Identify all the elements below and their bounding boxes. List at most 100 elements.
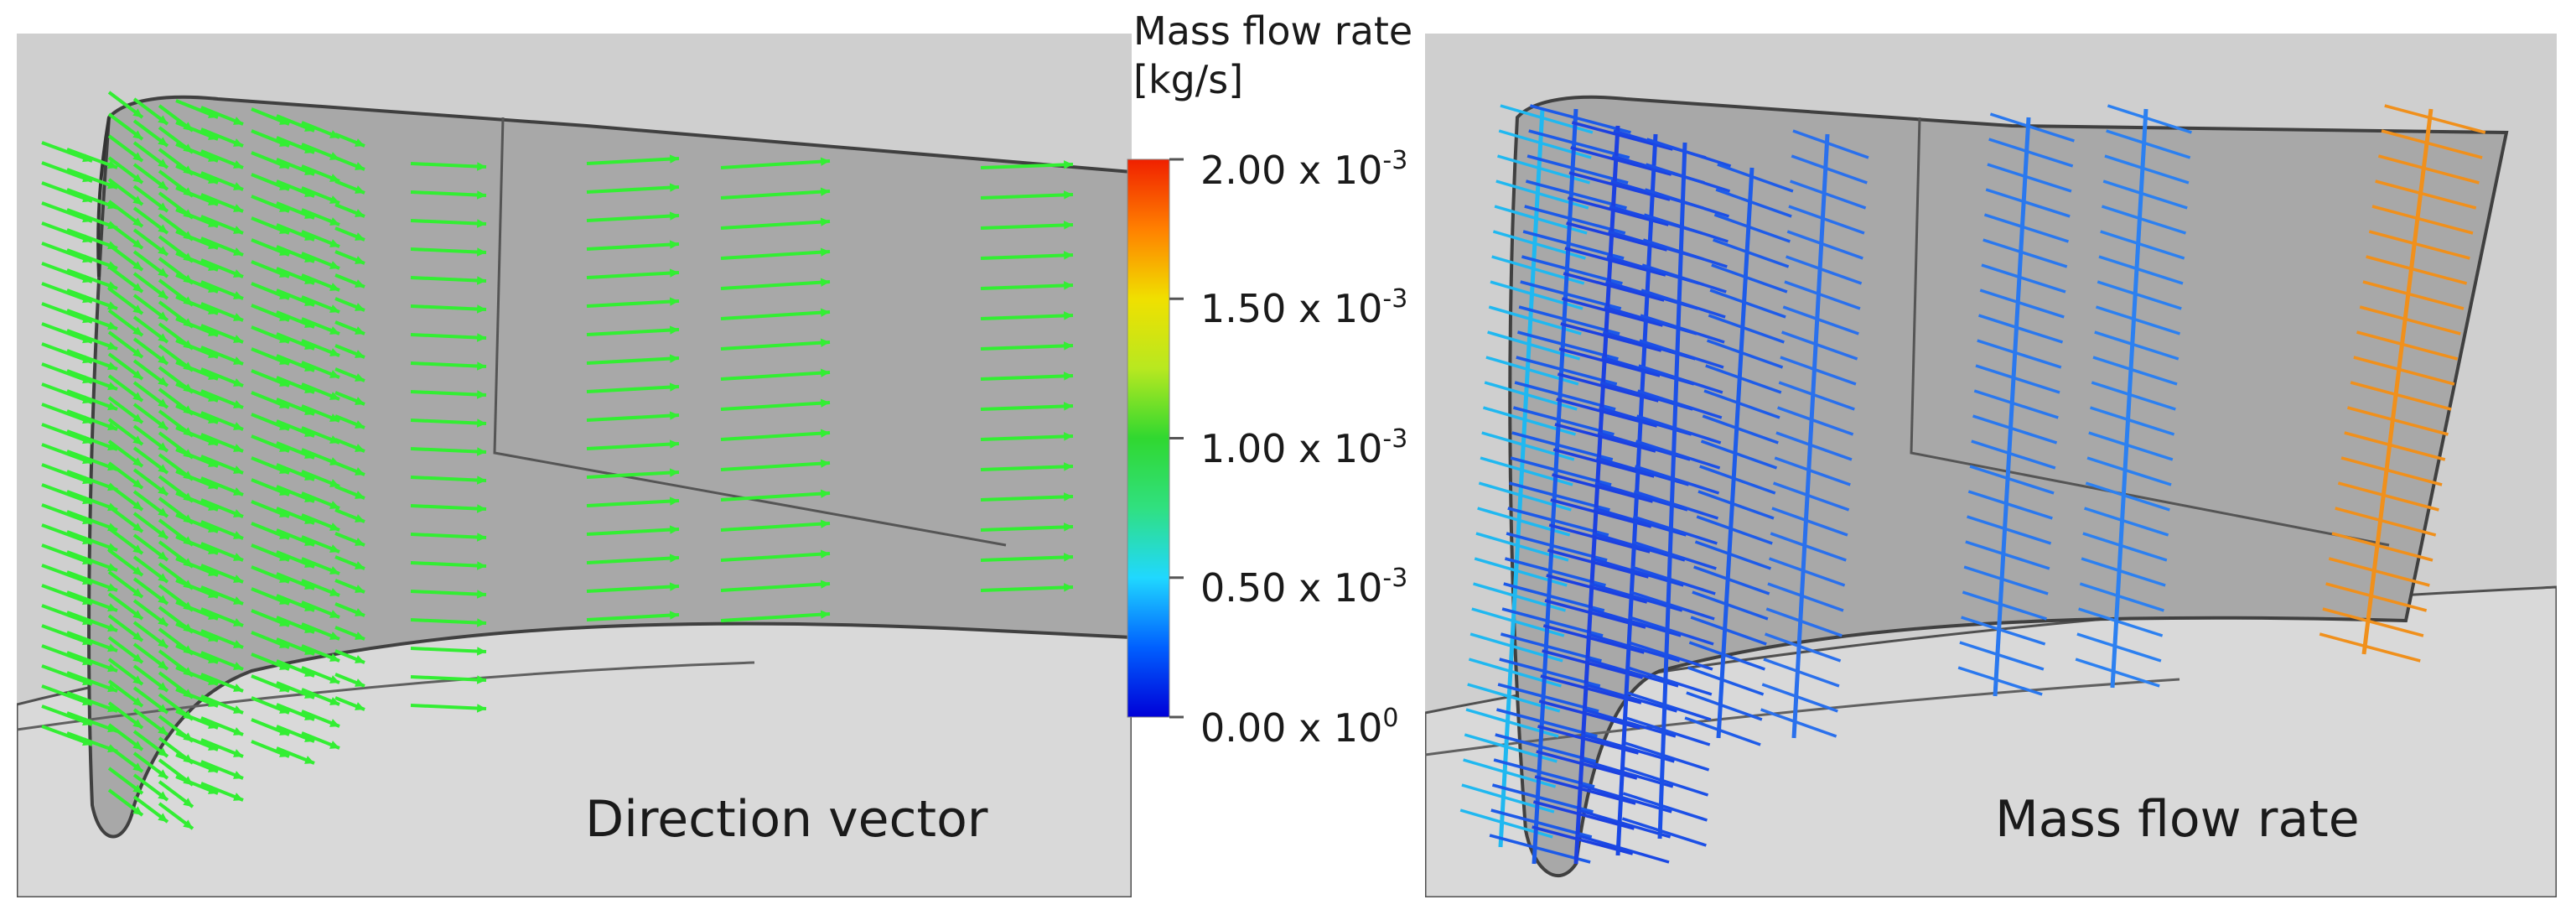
mass-flow-vector <box>1987 163 2072 193</box>
direction-vector-arrow <box>586 413 680 422</box>
mass-flow-vector <box>1507 507 1609 537</box>
mass-flow-vector <box>1587 632 1681 663</box>
mass-flow-vector <box>1962 590 2047 621</box>
direction-vector-arrowhead <box>233 313 243 321</box>
mass-flow-vector <box>2078 607 2164 637</box>
direction-vector-arrowhead <box>820 217 830 226</box>
mass-flow-vector <box>1627 666 1713 696</box>
direction-vector-arrowhead <box>820 489 830 498</box>
direction-vector-arrow <box>720 401 831 411</box>
direction-vector-arrowhead <box>329 195 339 204</box>
direction-vector-arrowhead <box>329 632 339 640</box>
direction-vector-arrow <box>410 390 487 397</box>
tick-mantissa: 2.00 x 10 <box>1200 148 1383 193</box>
direction-vector-arrowhead <box>158 442 168 451</box>
colorbar-tick-label: 1.50 x 10-3 <box>1200 287 1407 330</box>
direction-vector-arrowhead <box>233 684 243 692</box>
direction-vector-arrow <box>410 190 487 197</box>
mass-flow-vector <box>1782 305 1859 335</box>
mass-flow-vector <box>1717 163 1794 193</box>
mass-flow-vector <box>1532 825 1634 855</box>
direction-vector-arrowhead <box>355 655 365 663</box>
direction-vector-arrowhead <box>233 662 243 670</box>
direction-vector-arrowhead <box>233 138 243 147</box>
direction-vector-arrowhead <box>820 459 830 468</box>
mass-flow-vector <box>1491 255 1585 285</box>
mass-flow-vector <box>1510 456 1612 486</box>
mass-flow-vector <box>1501 607 1604 637</box>
tick-mantissa: 0.00 x 10 <box>1200 705 1383 751</box>
direction-vector-arrowhead <box>669 439 679 449</box>
direction-vector-arrowhead <box>329 261 339 269</box>
mass-flow-vector <box>2092 356 2178 386</box>
direction-vector-arrowhead <box>476 675 486 684</box>
mass-flow-vector <box>1684 716 1761 746</box>
direction-vector-arrow <box>586 214 680 222</box>
direction-vector-arrowhead <box>107 603 117 612</box>
direction-vector-arrowhead <box>132 239 143 248</box>
mass-flow-vector <box>2371 205 2474 235</box>
mass-flow-vector <box>2097 280 2182 310</box>
mass-flow-vector <box>1532 800 1635 830</box>
direction-vector-arrow <box>586 185 680 194</box>
mass-flow-vector <box>2375 179 2477 210</box>
direction-vector-arrowhead <box>158 682 168 691</box>
direction-vector-arrowhead <box>820 580 830 589</box>
mass-flow-vector <box>1491 783 1594 814</box>
direction-vector-arrowhead <box>1064 522 1073 532</box>
direction-vector-arrowhead <box>132 392 143 401</box>
mass-flow-vector <box>1771 507 1848 537</box>
mass-flow-vector <box>2384 104 2486 134</box>
direction-vector-arrowhead <box>233 618 243 626</box>
direction-vector-arrowhead <box>233 444 243 452</box>
direction-vector-arrowhead <box>329 479 339 487</box>
direction-vector-arrowhead <box>158 464 168 473</box>
direction-vector-arrowhead <box>158 507 168 517</box>
direction-vector-arrowhead <box>476 361 486 371</box>
mass-flow-vector <box>1522 230 1625 260</box>
mass-flow-vector <box>2344 431 2446 461</box>
direction-vector-arrowhead <box>233 422 243 430</box>
direction-vector-arrowhead <box>132 522 143 532</box>
direction-vector-arrowhead <box>669 582 679 591</box>
mass-flow-vector <box>1487 330 1581 361</box>
direction-vector-arrowhead <box>233 574 243 583</box>
direction-vector-arrowhead <box>233 247 243 256</box>
direction-vector-arrowhead <box>329 174 339 182</box>
direction-vector-arrow <box>980 525 1074 532</box>
mass-flow-vector <box>1516 330 1619 361</box>
mass-flow-vector <box>1711 263 1788 294</box>
direction-vector-arrow <box>586 442 680 450</box>
mass-flow-vector <box>1977 314 2064 344</box>
direction-vector-arrowhead <box>158 660 168 669</box>
mass-flow-vector <box>2362 280 2465 310</box>
direction-vector-arrowhead <box>107 301 117 310</box>
mass-flow-vector <box>1973 389 2059 419</box>
direction-vector-arrowhead <box>132 566 143 575</box>
direction-vector-arrowhead <box>476 561 486 570</box>
direction-vector-arrowhead <box>476 419 486 428</box>
direction-vector-arrowhead <box>820 278 830 287</box>
colorbar-gradient <box>1127 159 1170 718</box>
mass-flow-vector <box>1967 515 2052 545</box>
mass-flow-vector <box>2101 205 2186 235</box>
direction-vector-arrowhead <box>107 684 117 693</box>
mass-flow-vector <box>2081 557 2166 587</box>
direction-vector-arrowhead <box>132 326 143 335</box>
direction-vector-arrow <box>720 280 831 290</box>
leading-edge <box>96 117 111 278</box>
direction-vector-arrowhead <box>233 182 243 190</box>
direction-vector-arrowhead <box>132 130 143 139</box>
mass-flow-vector <box>1713 238 1790 268</box>
direction-vector-arrowhead <box>669 211 679 221</box>
mass-flow-vector <box>1625 716 1711 746</box>
mass-flow-vector <box>1528 129 1630 159</box>
mass-flow-vector <box>1623 767 1709 797</box>
mass-flow-vector <box>1504 557 1606 587</box>
mass-flow-spine <box>1657 142 1687 840</box>
direction-vector-arrow <box>410 590 487 596</box>
direction-vector-arrowhead <box>329 348 339 356</box>
direction-vector-arrowhead <box>158 311 168 320</box>
direction-vector-arrowhead <box>158 529 168 538</box>
direction-vector-arrowhead <box>132 261 143 270</box>
